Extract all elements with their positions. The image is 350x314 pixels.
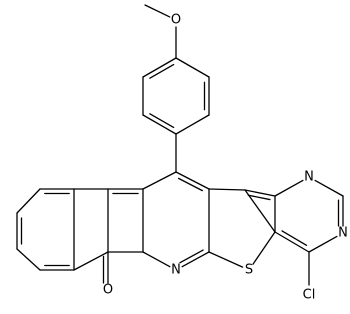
bond-C3a-C4 <box>274 231 310 253</box>
bond-i2-i3 <box>16 188 41 214</box>
bond-layer <box>16 4 344 286</box>
bond-C12-C11a <box>208 188 246 191</box>
bond-N_py-C6 <box>142 251 171 268</box>
bond-a6-a1 <box>175 57 210 78</box>
atom-label-layer: O N N N S O Cl <box>103 13 348 303</box>
pyrimidine-nitrogen-top-label: N <box>304 170 314 185</box>
bond-Me-O_Me <box>144 4 171 18</box>
bond-C10-C11 <box>142 171 177 190</box>
bond-C3a-C12 <box>244 189 276 233</box>
bond-C11-C11a-inner <box>177 177 203 192</box>
bond-S-C3a <box>252 231 276 265</box>
bond-C12-C1-inner <box>247 194 271 201</box>
bond-a3-a4 <box>142 114 177 135</box>
bond-N_top-C1 <box>274 179 304 197</box>
bond-C4-N_bot <box>308 235 338 253</box>
bond-C12-C1 <box>244 189 276 197</box>
bond-a1-a2 <box>142 57 177 78</box>
bond-C5a-N_py <box>181 251 210 268</box>
pyrimidine-nitrogen-bottom-label: N <box>338 226 348 241</box>
bond-a3-a4-inner <box>149 113 175 129</box>
thiophene-sulfur-label: S <box>245 263 253 278</box>
bond-a1-a2-inner <box>149 63 175 79</box>
chlorine-label: Cl <box>303 288 316 303</box>
bond-C11-C11a <box>175 171 210 190</box>
bond-a4-a5 <box>175 114 210 135</box>
bond-C2-N_top <box>314 179 344 197</box>
bond-i4-i5 <box>16 248 41 271</box>
pyridine-nitrogen-label: N <box>171 263 181 278</box>
ketone-oxygen-label: O <box>103 283 113 298</box>
bond-C5a-N_py-inner <box>179 249 204 264</box>
bond-i6-C6a <box>73 251 109 271</box>
bond-C3a-C4-inner <box>281 230 308 246</box>
methoxy-oxygen-label: O <box>171 13 181 28</box>
bond-C5a-S <box>208 251 244 268</box>
